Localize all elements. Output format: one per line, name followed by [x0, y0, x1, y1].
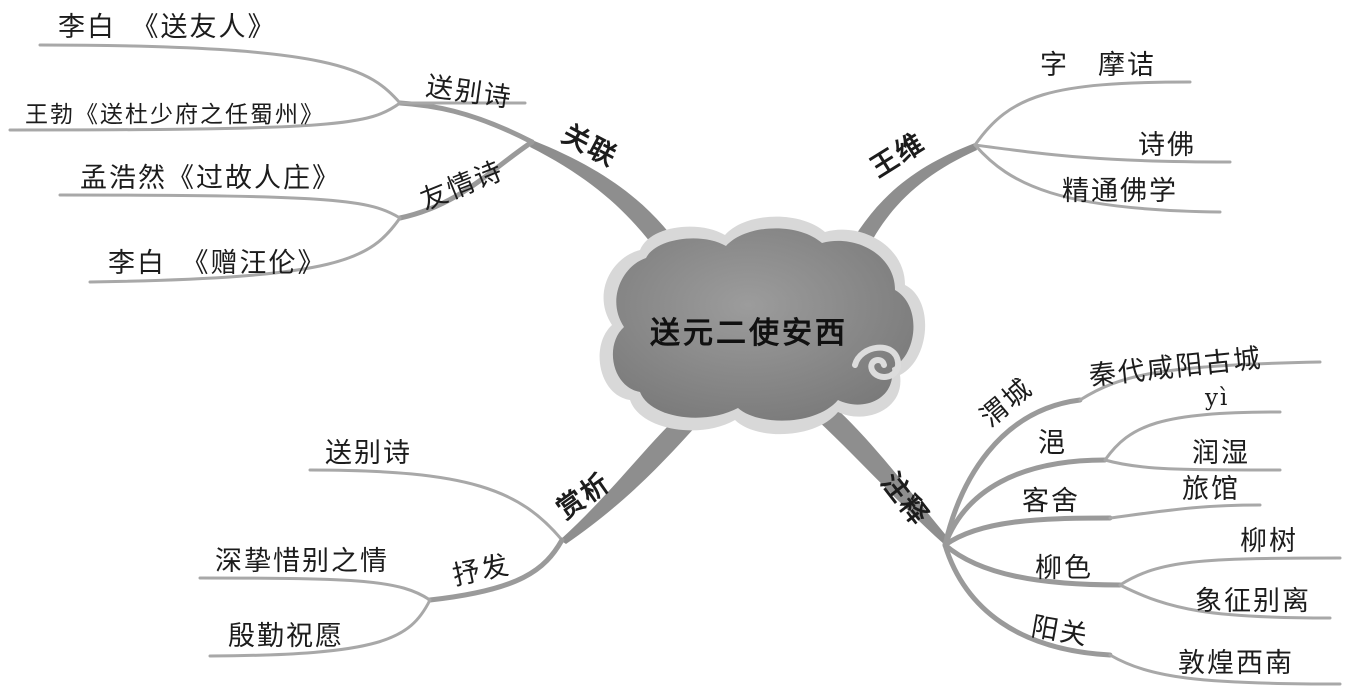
- group-label-liuse: 柳色: [1035, 553, 1093, 584]
- center-title: 送元二使安西: [650, 316, 848, 351]
- trunk-zhushi: [815, 410, 950, 545]
- leaf-wangbo: 王勃《送杜少府之任蜀州》: [25, 102, 325, 128]
- leaf-jingtong: 精通佛学: [1062, 176, 1178, 207]
- group-label-yi: 浥: [1038, 428, 1067, 459]
- leaf-zi: 字 摩诘: [1040, 50, 1156, 81]
- leaf-runshi: 润湿: [1192, 438, 1250, 469]
- group-label-keshe: 客舍: [1022, 486, 1080, 517]
- branch-label-shangxi: 赏析: [551, 467, 616, 526]
- group-label-weicheng: 渭城: [975, 372, 1039, 433]
- leaf-yi-pinyin: yì: [1204, 385, 1229, 411]
- branch-wangwei: 王维 字 摩诘 诗佛 精通佛学: [865, 50, 1230, 212]
- link-leaf-3: [60, 195, 400, 218]
- link-liushu: [1120, 558, 1340, 585]
- leaf-qindai: 秦代咸阳古城: [1087, 343, 1263, 392]
- link-liuse: [945, 545, 1120, 585]
- leaf-songbieshi-2: 送别诗: [325, 438, 412, 469]
- leaf-shenzhi: 深挚惜别之情: [215, 546, 389, 577]
- leaf-lvguan: 旅馆: [1182, 474, 1240, 505]
- branch-shangxi: 赏析 送别诗 抒发 深挚惜别之情 殷勤祝愿: [200, 438, 617, 656]
- link-leaf-1: [40, 45, 400, 103]
- leaf-libai-songyouren: 李白 《送友人》: [58, 12, 277, 43]
- leaf-libai-zengwanglun: 李白 《赠汪伦》: [108, 248, 327, 279]
- link-shenzhi: [200, 578, 430, 600]
- link-lvguan: [1110, 505, 1260, 518]
- link-songbieshi-top: [400, 103, 532, 142]
- leaf-menghaoran: 孟浩然《过故人庄》: [80, 163, 341, 194]
- leaf-shifo: 诗佛: [1138, 130, 1196, 161]
- leaf-dunhuang: 敦煌西南: [1178, 648, 1294, 679]
- group-label-yangguan: 阳关: [1029, 611, 1092, 652]
- link-songbieshi-2: [310, 470, 562, 540]
- center-cloud: 送元二使安西: [600, 217, 926, 435]
- group-label-youqingshi: 友情诗: [416, 155, 508, 216]
- leaf-yinqin: 殷勤祝愿: [228, 621, 344, 652]
- link-keshe: [945, 518, 1110, 545]
- leaf-liushu: 柳树: [1240, 526, 1298, 557]
- branch-zhushi: 注释 渭城 秦代咸阳古城 浥 yì 润湿 客舍 旅馆 柳色 柳树 象征别离 阳关…: [874, 343, 1340, 684]
- leaf-xiangzheng: 象征别离: [1195, 586, 1311, 617]
